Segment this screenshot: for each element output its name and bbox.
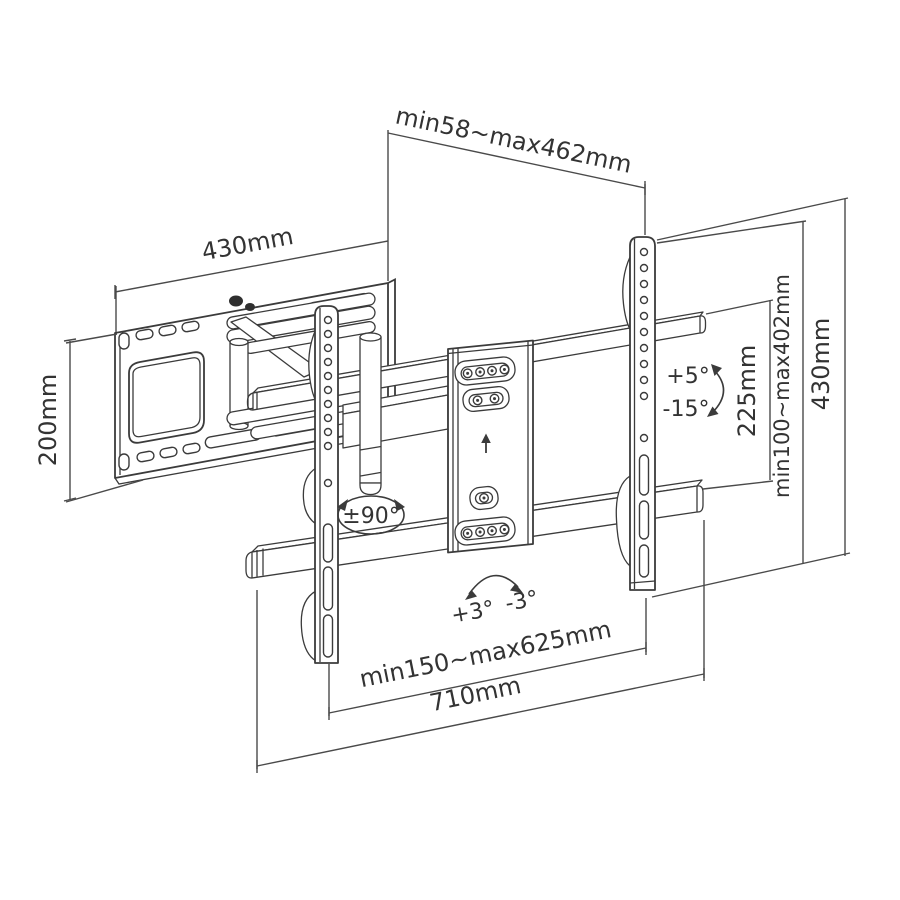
vesa-second-screw-bar — [462, 385, 510, 413]
label-rail-gap-height: 225mm — [733, 345, 761, 438]
dimension-vesa-height-range: min100~max402mm — [656, 220, 807, 564]
dimension-bracket-height: 430mm — [651, 197, 851, 598]
articulating-arm — [226, 292, 376, 440]
label-rail-total-width: 710mm — [427, 671, 523, 717]
left-rail-slots — [322, 523, 334, 658]
arm-pivot-screw — [229, 295, 243, 307]
vesa-top-screw-bar — [454, 356, 516, 386]
label-vesa-height-range: min100~max402mm — [770, 274, 794, 498]
vesa-lower-slot — [469, 485, 499, 511]
right-rail-holes — [639, 247, 649, 443]
right-rail-slots — [638, 454, 650, 578]
center-pivot-post — [359, 332, 382, 496]
right-tv-rail — [615, 236, 656, 591]
left-rail-holes — [323, 315, 333, 488]
label-arm-extension: min58~max462mm — [393, 101, 634, 178]
up-arrow-icon — [481, 433, 491, 453]
wall-plate-cutout — [128, 351, 205, 444]
label-swivel-angle: ±90° — [342, 504, 399, 529]
label-wall-plate-height: 200mm — [34, 374, 62, 467]
dimension-wall-plate-height: 200mm — [34, 333, 144, 503]
label-level-right: -3° — [503, 586, 540, 616]
left-tv-rail — [300, 305, 339, 664]
dimension-arm-extension: min58~max462mm — [387, 101, 646, 281]
arm-pivot-screw-2 — [245, 303, 255, 311]
tilt-indicator: +5° -15° — [663, 364, 725, 422]
vesa-bottom-screw-bar — [454, 516, 516, 546]
label-bracket-height: 430mm — [807, 318, 835, 411]
label-wall-plate-width: 430mm — [199, 222, 295, 266]
label-tilt-down: -15° — [663, 397, 710, 422]
swivel-indicator: ±90° — [337, 495, 405, 535]
label-level-left: +3° — [449, 597, 496, 629]
vesa-plate — [447, 339, 534, 554]
level-adjust-indicator: +3° -3° — [449, 574, 540, 629]
label-tilt-up: +5° — [666, 364, 709, 389]
dimension-rail-gap-height: 225mm — [702, 299, 774, 490]
